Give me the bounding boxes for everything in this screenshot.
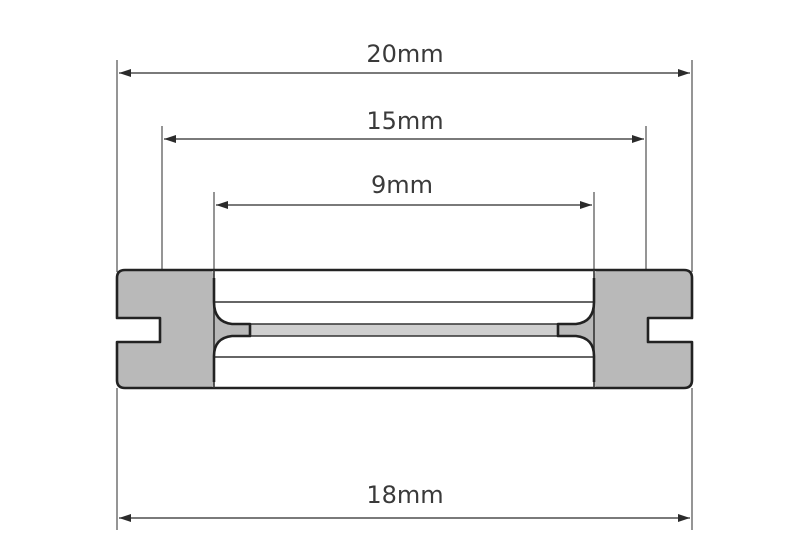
left-inner-profile <box>212 278 252 382</box>
extension-lines <box>116 60 693 530</box>
center-membrane <box>250 324 558 336</box>
dimension-label-18mm: 18mm <box>366 481 443 509</box>
right-inner-profile <box>556 278 596 382</box>
left-section-fill <box>117 270 250 388</box>
section-outline <box>115 268 694 390</box>
dimension-label-9mm: 9mm <box>371 171 433 199</box>
right-section-fill <box>558 270 692 388</box>
dimension-label-20mm: 20mm <box>366 40 443 68</box>
grommet-section <box>115 268 694 390</box>
dimension-label-15mm: 15mm <box>366 107 443 135</box>
